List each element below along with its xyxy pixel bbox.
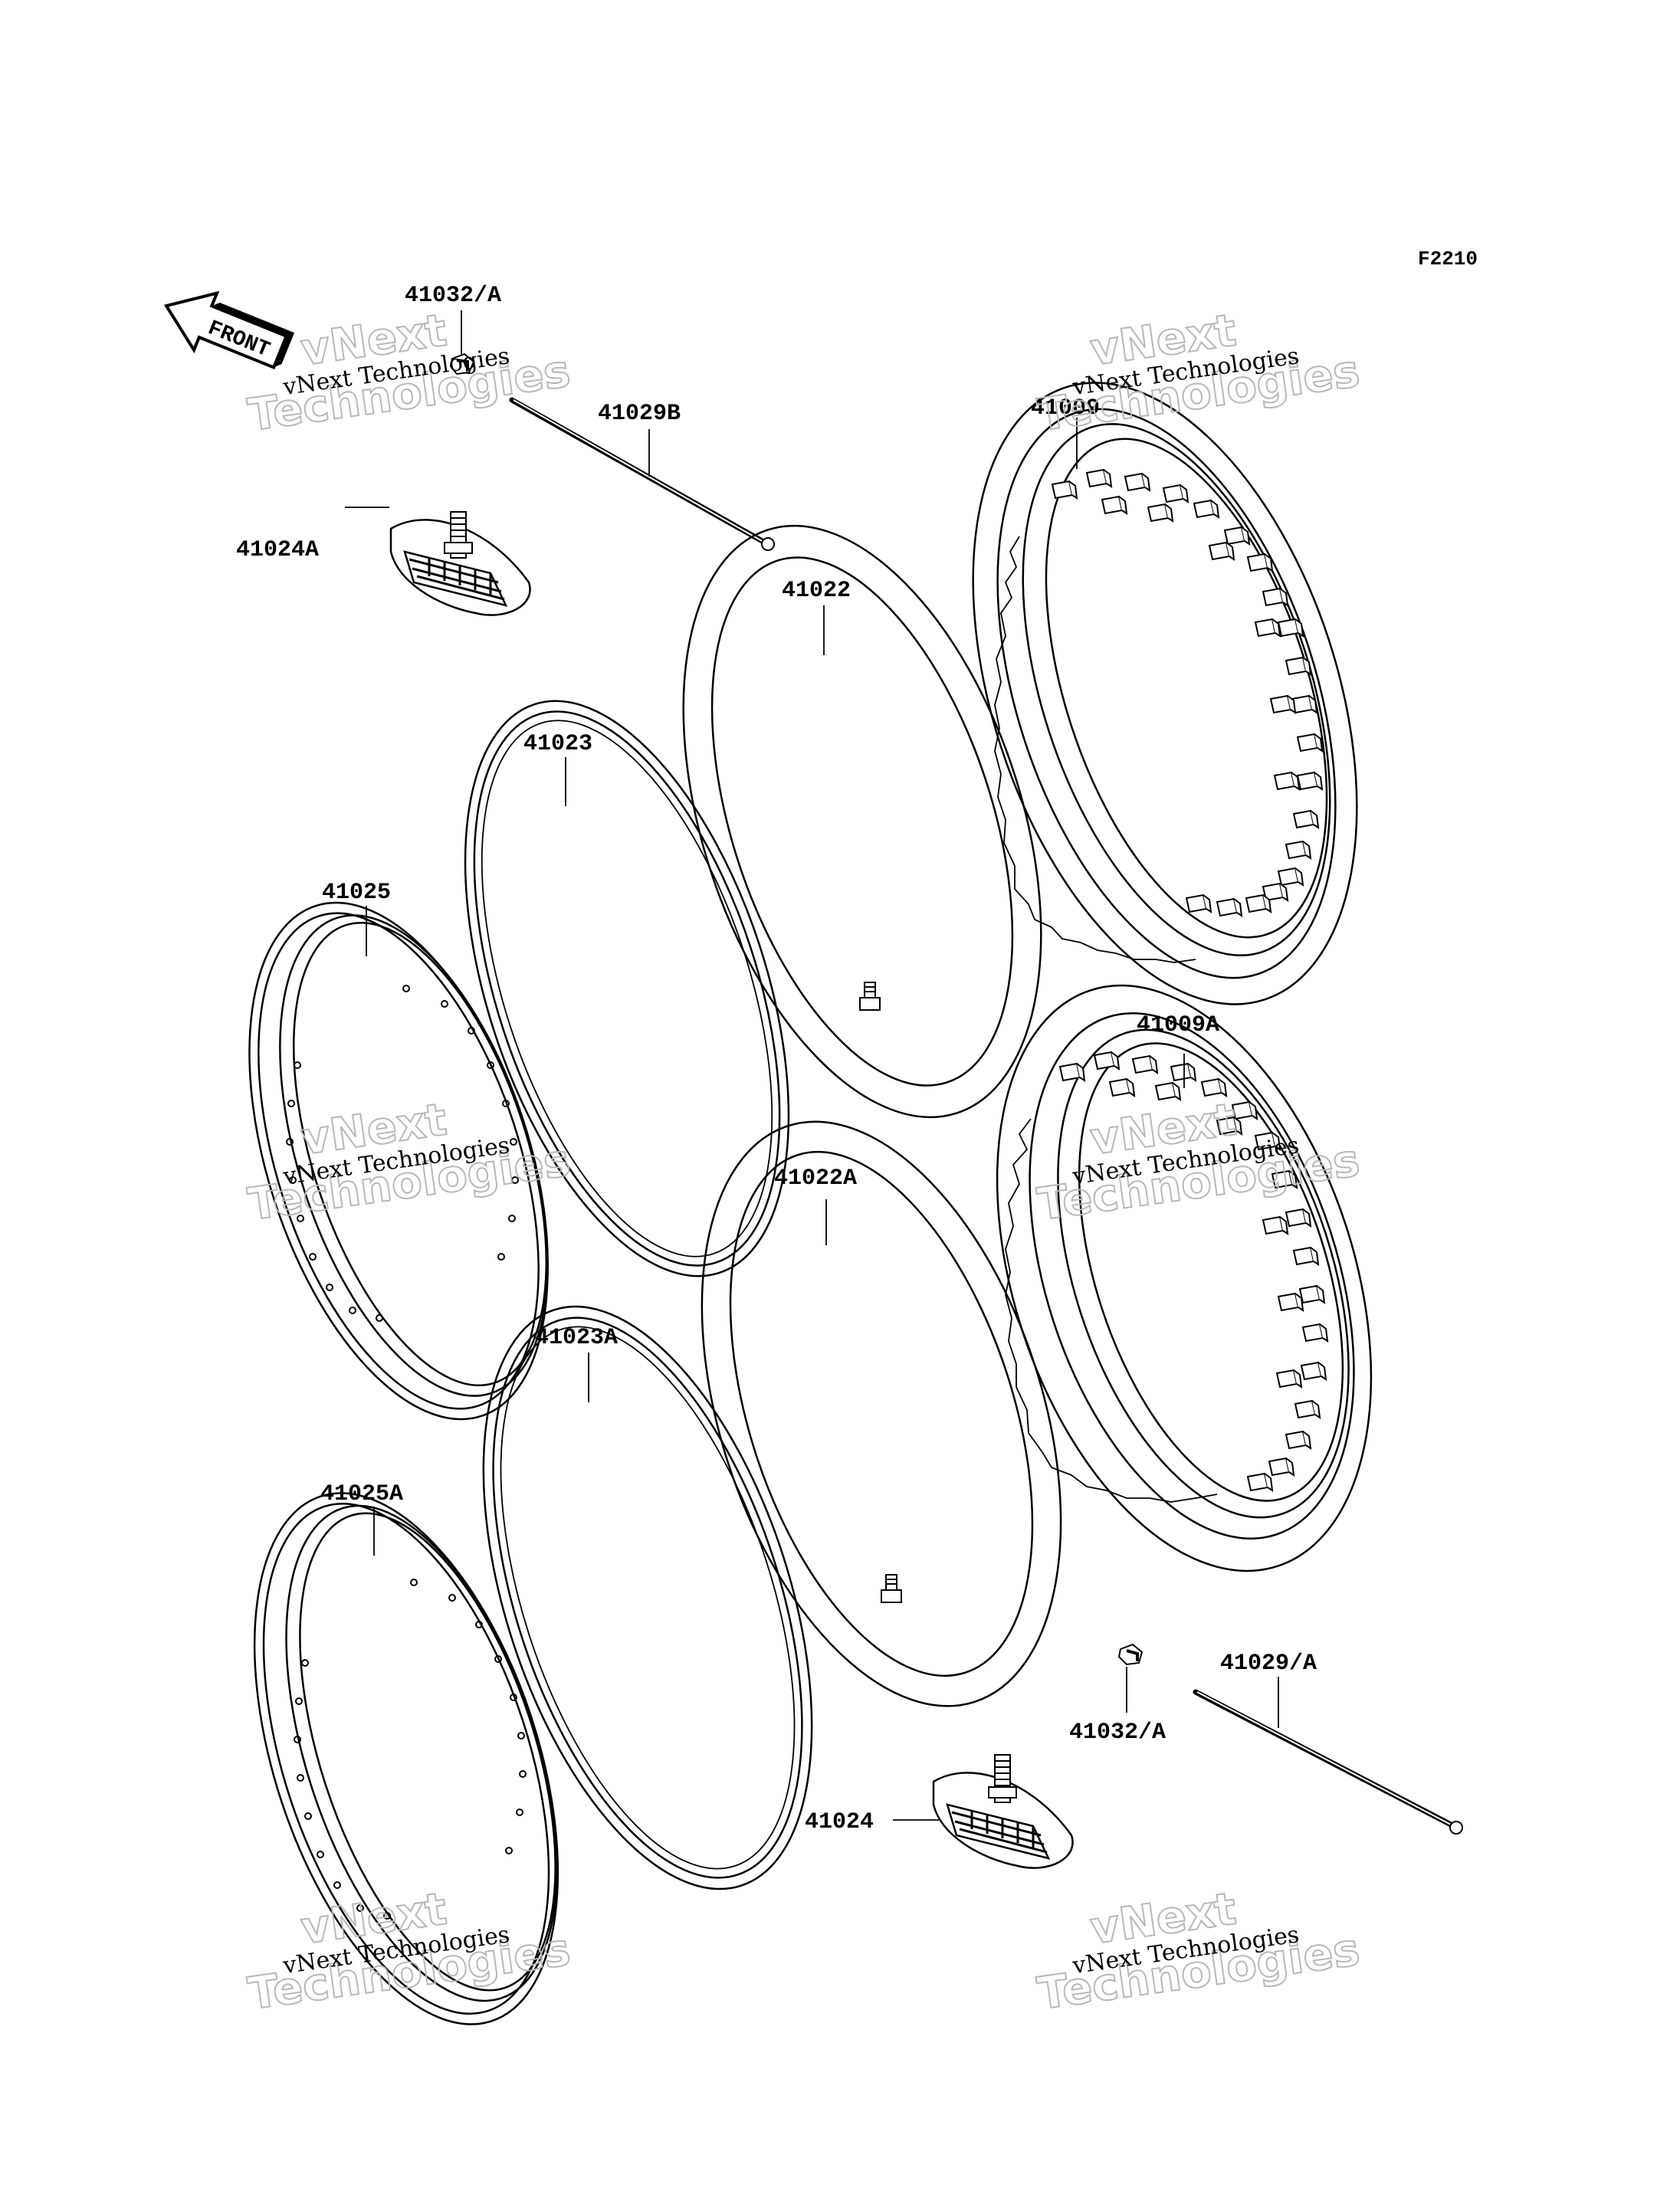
- rim-lock-41024A: [345, 507, 531, 616]
- spoke-41029A: [1193, 1677, 1463, 1835]
- watermark-mid-left: vNext Technologies vNext Technologies: [244, 1092, 574, 1231]
- watermark-bottom-right: vNext Technologies vNext Technologies: [1034, 1881, 1363, 2020]
- callout-41024: 41024: [805, 1809, 874, 1835]
- callout-41024A: 41024A: [236, 537, 319, 563]
- rear-tire-41009A: [996, 984, 1373, 1572]
- front-tube-41022: [682, 524, 1042, 1119]
- watermark-mid-right: vNext Technologies vNext Technologies: [1034, 1092, 1363, 1231]
- watermark-bottom-left: vNext Technologies vNext Technologies: [244, 1881, 574, 2020]
- callout-41022: 41022: [782, 578, 851, 604]
- callout-41032-top: 41032/A: [405, 283, 501, 309]
- callout-41032-bottom: 41032/A: [1069, 1720, 1166, 1746]
- rim-lock-41024: [893, 1754, 1074, 1869]
- callout-41025: 41025: [322, 880, 391, 906]
- valve-cap-bottom: [1117, 1643, 1144, 1713]
- callout-41025A: 41025A: [320, 1481, 403, 1507]
- front-arrow-icon: FRONT: [163, 290, 295, 370]
- front-tire-41009: [972, 382, 1358, 1005]
- callout-41029B: 41029B: [598, 401, 681, 427]
- callout-41023A: 41023A: [535, 1325, 618, 1351]
- rear-rim-band-41023A: [482, 1305, 813, 1890]
- front-rim-band-41023: [464, 700, 790, 1277]
- figure-code: F2210: [1418, 248, 1478, 271]
- rear-tube-41022A: [701, 1120, 1062, 1707]
- valve-cap-top: [449, 310, 475, 375]
- spoke-41029B: [509, 397, 775, 551]
- callout-41029A: 41029/A: [1220, 1651, 1317, 1677]
- rear-rim-41025A: [253, 1492, 559, 2025]
- callout-41023: 41023: [523, 731, 592, 757]
- watermark-top-left: vNext Technologies vNext Technologies: [244, 303, 574, 441]
- callout-41009: 41009: [1031, 395, 1100, 421]
- callout-41022A: 41022A: [774, 1166, 857, 1192]
- callout-41009A: 41009A: [1137, 1012, 1219, 1038]
- watermark-top-right: vNext Technologies vNext Technologies: [1034, 303, 1363, 441]
